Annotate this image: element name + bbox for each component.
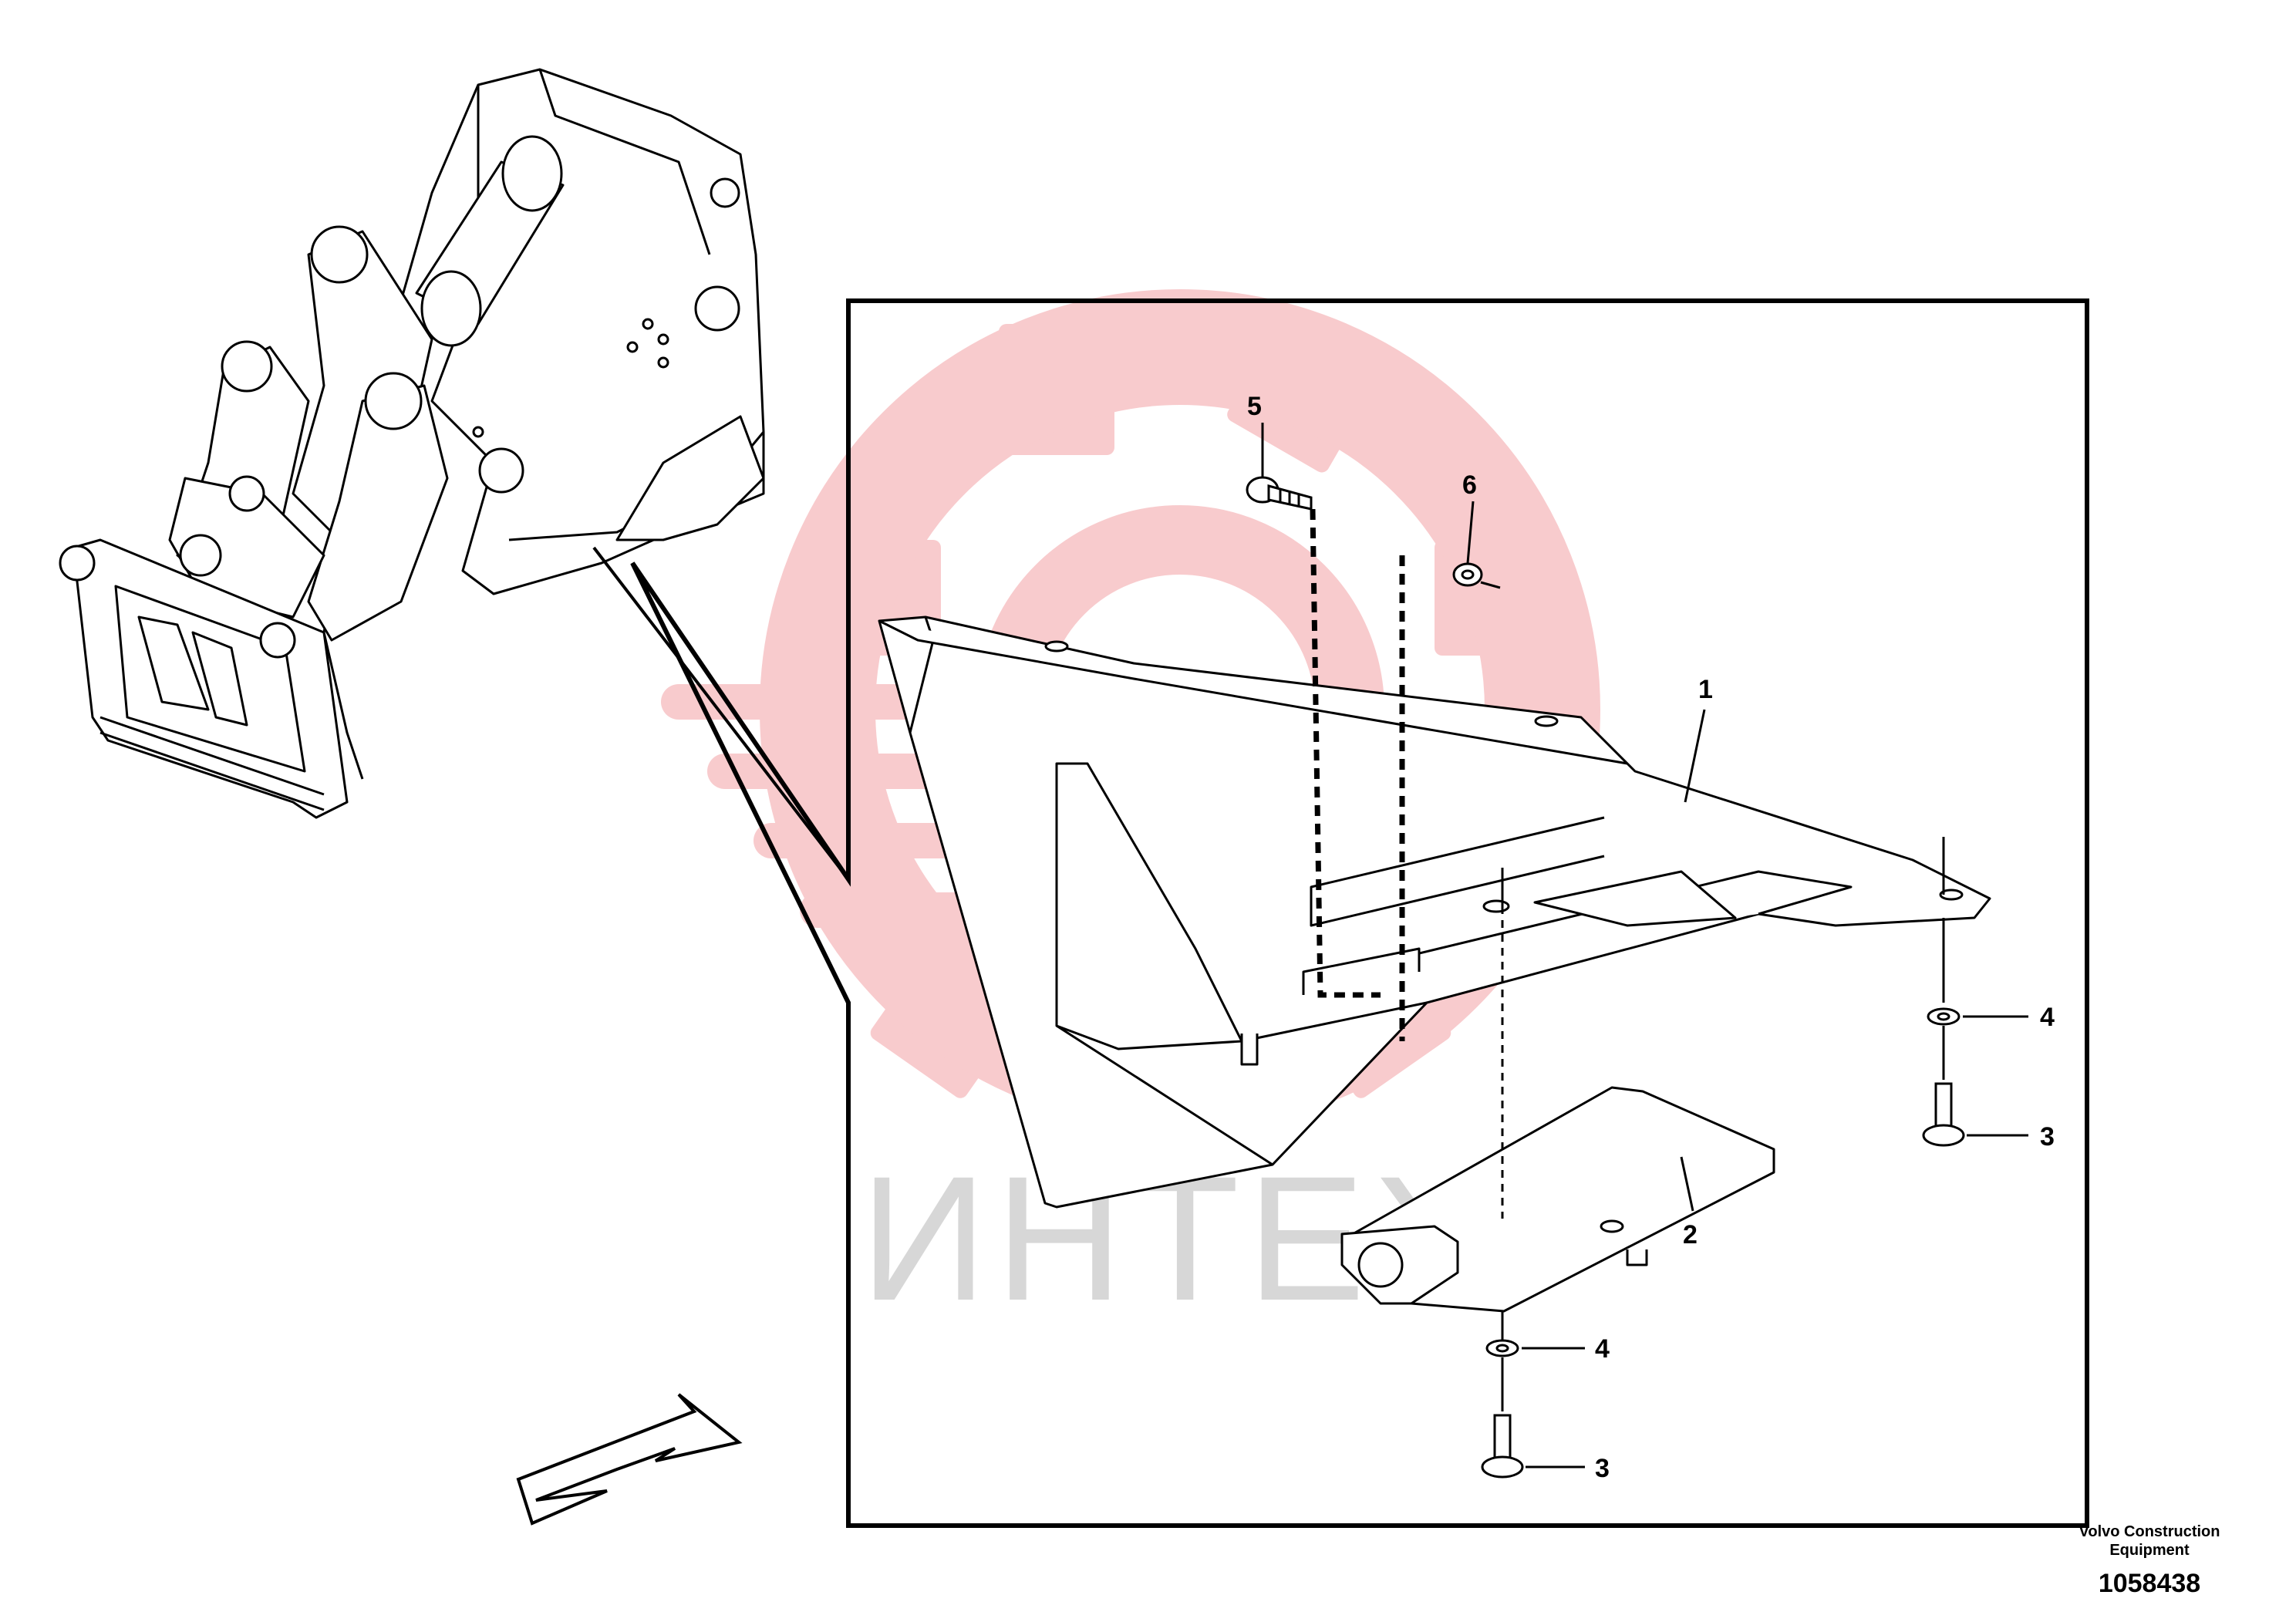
bolt-3b-icon — [1482, 1415, 1522, 1477]
callout-2: 2 — [1683, 1220, 1698, 1249]
callout-1: 1 — [1698, 675, 1713, 704]
manufacturer-name: Volvo Construction Equipment — [2079, 1523, 2220, 1559]
detail-frame — [632, 301, 2087, 1526]
washer-4a-icon — [1928, 1009, 1959, 1024]
callout-6: 6 — [1462, 470, 1477, 500]
loader-arm-overview — [60, 69, 848, 1003]
fasteners — [1247, 477, 1964, 1477]
drawing-footer: Volvo Construction Equipment 1058438 — [2049, 1523, 2250, 1599]
callout-4a: 4 — [2040, 1003, 2055, 1032]
callout-4b: 4 — [1595, 1334, 1610, 1364]
nut-6-icon — [1454, 564, 1482, 585]
guard-plate — [879, 617, 1990, 1207]
bolt-5-icon — [1247, 477, 1311, 509]
arrow-down-left-icon — [518, 1394, 739, 1523]
bolt-3a-icon — [1923, 1084, 1964, 1145]
bottom-plate — [1342, 1088, 1774, 1311]
assembly-lines — [1313, 509, 1944, 1411]
callouts — [1263, 423, 2028, 1467]
drawing-number: 1058438 — [2098, 1569, 2201, 1598]
washer-4b-icon — [1487, 1340, 1518, 1356]
callout-3b: 3 — [1595, 1454, 1610, 1483]
callout-5: 5 — [1247, 392, 1262, 421]
callout-3a: 3 — [2040, 1122, 2055, 1152]
